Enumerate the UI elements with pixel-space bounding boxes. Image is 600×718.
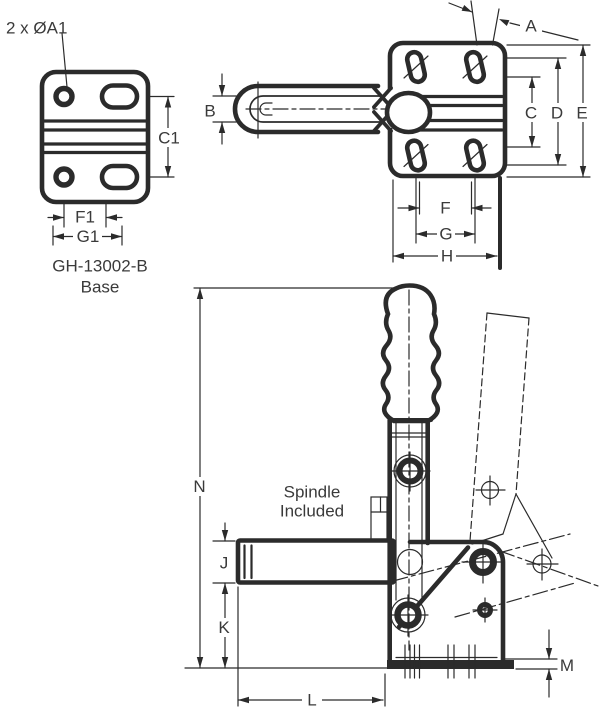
- dim-n: N: [189, 287, 210, 669]
- dim-d: D: [549, 57, 567, 166]
- dim-label-k: K: [218, 618, 230, 637]
- top-mounting-slots: [403, 49, 488, 173]
- open-position-phantom: [392, 312, 599, 618]
- dim-h: H: [392, 247, 498, 266]
- dim-label-b: B: [204, 102, 215, 121]
- dim-b: B: [204, 73, 237, 145]
- link-rivet: [472, 597, 498, 623]
- clamp-arm-top: [232, 81, 393, 139]
- dim-label-f1: F1: [75, 208, 95, 227]
- dim-label-h: H: [441, 247, 453, 266]
- dim-label-a: A: [525, 17, 537, 36]
- dim-e: E: [574, 44, 592, 178]
- part-number-label: GH-13002-B: [52, 257, 147, 276]
- dim-label-m: M: [560, 656, 574, 675]
- handle-grip: [380, 283, 442, 424]
- base-foot: [387, 660, 514, 669]
- dim-label-g1: G1: [77, 227, 100, 246]
- spindle-note-line1: Spindle: [284, 483, 341, 502]
- dim-label-n: N: [193, 477, 205, 496]
- side-view: Spindle Included N J K: [184, 283, 599, 710]
- dim-l: L: [237, 691, 384, 710]
- spindle-note-line2: Included: [280, 502, 344, 521]
- spindle-profile: [370, 496, 388, 544]
- dim-f: F: [397, 199, 492, 218]
- dim-label-e: E: [576, 104, 587, 123]
- dim-label-j: J: [220, 554, 229, 573]
- base-mounting-holes: [53, 83, 140, 191]
- dim-c: C: [523, 76, 541, 148]
- hole-callout: 2 x ØA1: [6, 19, 67, 38]
- spindle-head-top: [384, 90, 433, 135]
- dim-label-c1: C1: [158, 129, 180, 148]
- dim-m: M: [545, 629, 574, 698]
- clamp-arm-side: [235, 538, 397, 585]
- dim-label-f: F: [440, 199, 450, 218]
- main-pivot: [461, 540, 505, 584]
- callout-leader: [61, 32, 68, 88]
- dim-label-g: G: [439, 225, 452, 244]
- side-extension-lines: [184, 287, 558, 707]
- dim-g: G: [415, 225, 476, 244]
- dim-k: K: [215, 582, 234, 669]
- arm-pivot-hidden-circle: [396, 548, 424, 576]
- base-label: Base: [81, 278, 120, 297]
- top-view: B A C D: [204, 0, 592, 270]
- upper-rivet: [390, 451, 431, 492]
- dim-c1: C1: [155, 95, 182, 178]
- dim-label-c: C: [525, 104, 537, 123]
- dim-a: A: [448, 0, 579, 46]
- dim-label-d: D: [551, 104, 563, 123]
- dim-f1: F1: [47, 208, 123, 227]
- base-grooves: [41, 119, 149, 155]
- lower-rivet: [388, 594, 429, 637]
- dim-j: J: [220, 522, 229, 573]
- dim-g1: G1: [52, 227, 123, 246]
- foot-slot-ticks: [404, 644, 476, 679]
- dim-label-l: L: [307, 691, 316, 710]
- base-plate-view: C1 F1 G1 2 x ØA1 GH-13002-B Base: [6, 19, 182, 297]
